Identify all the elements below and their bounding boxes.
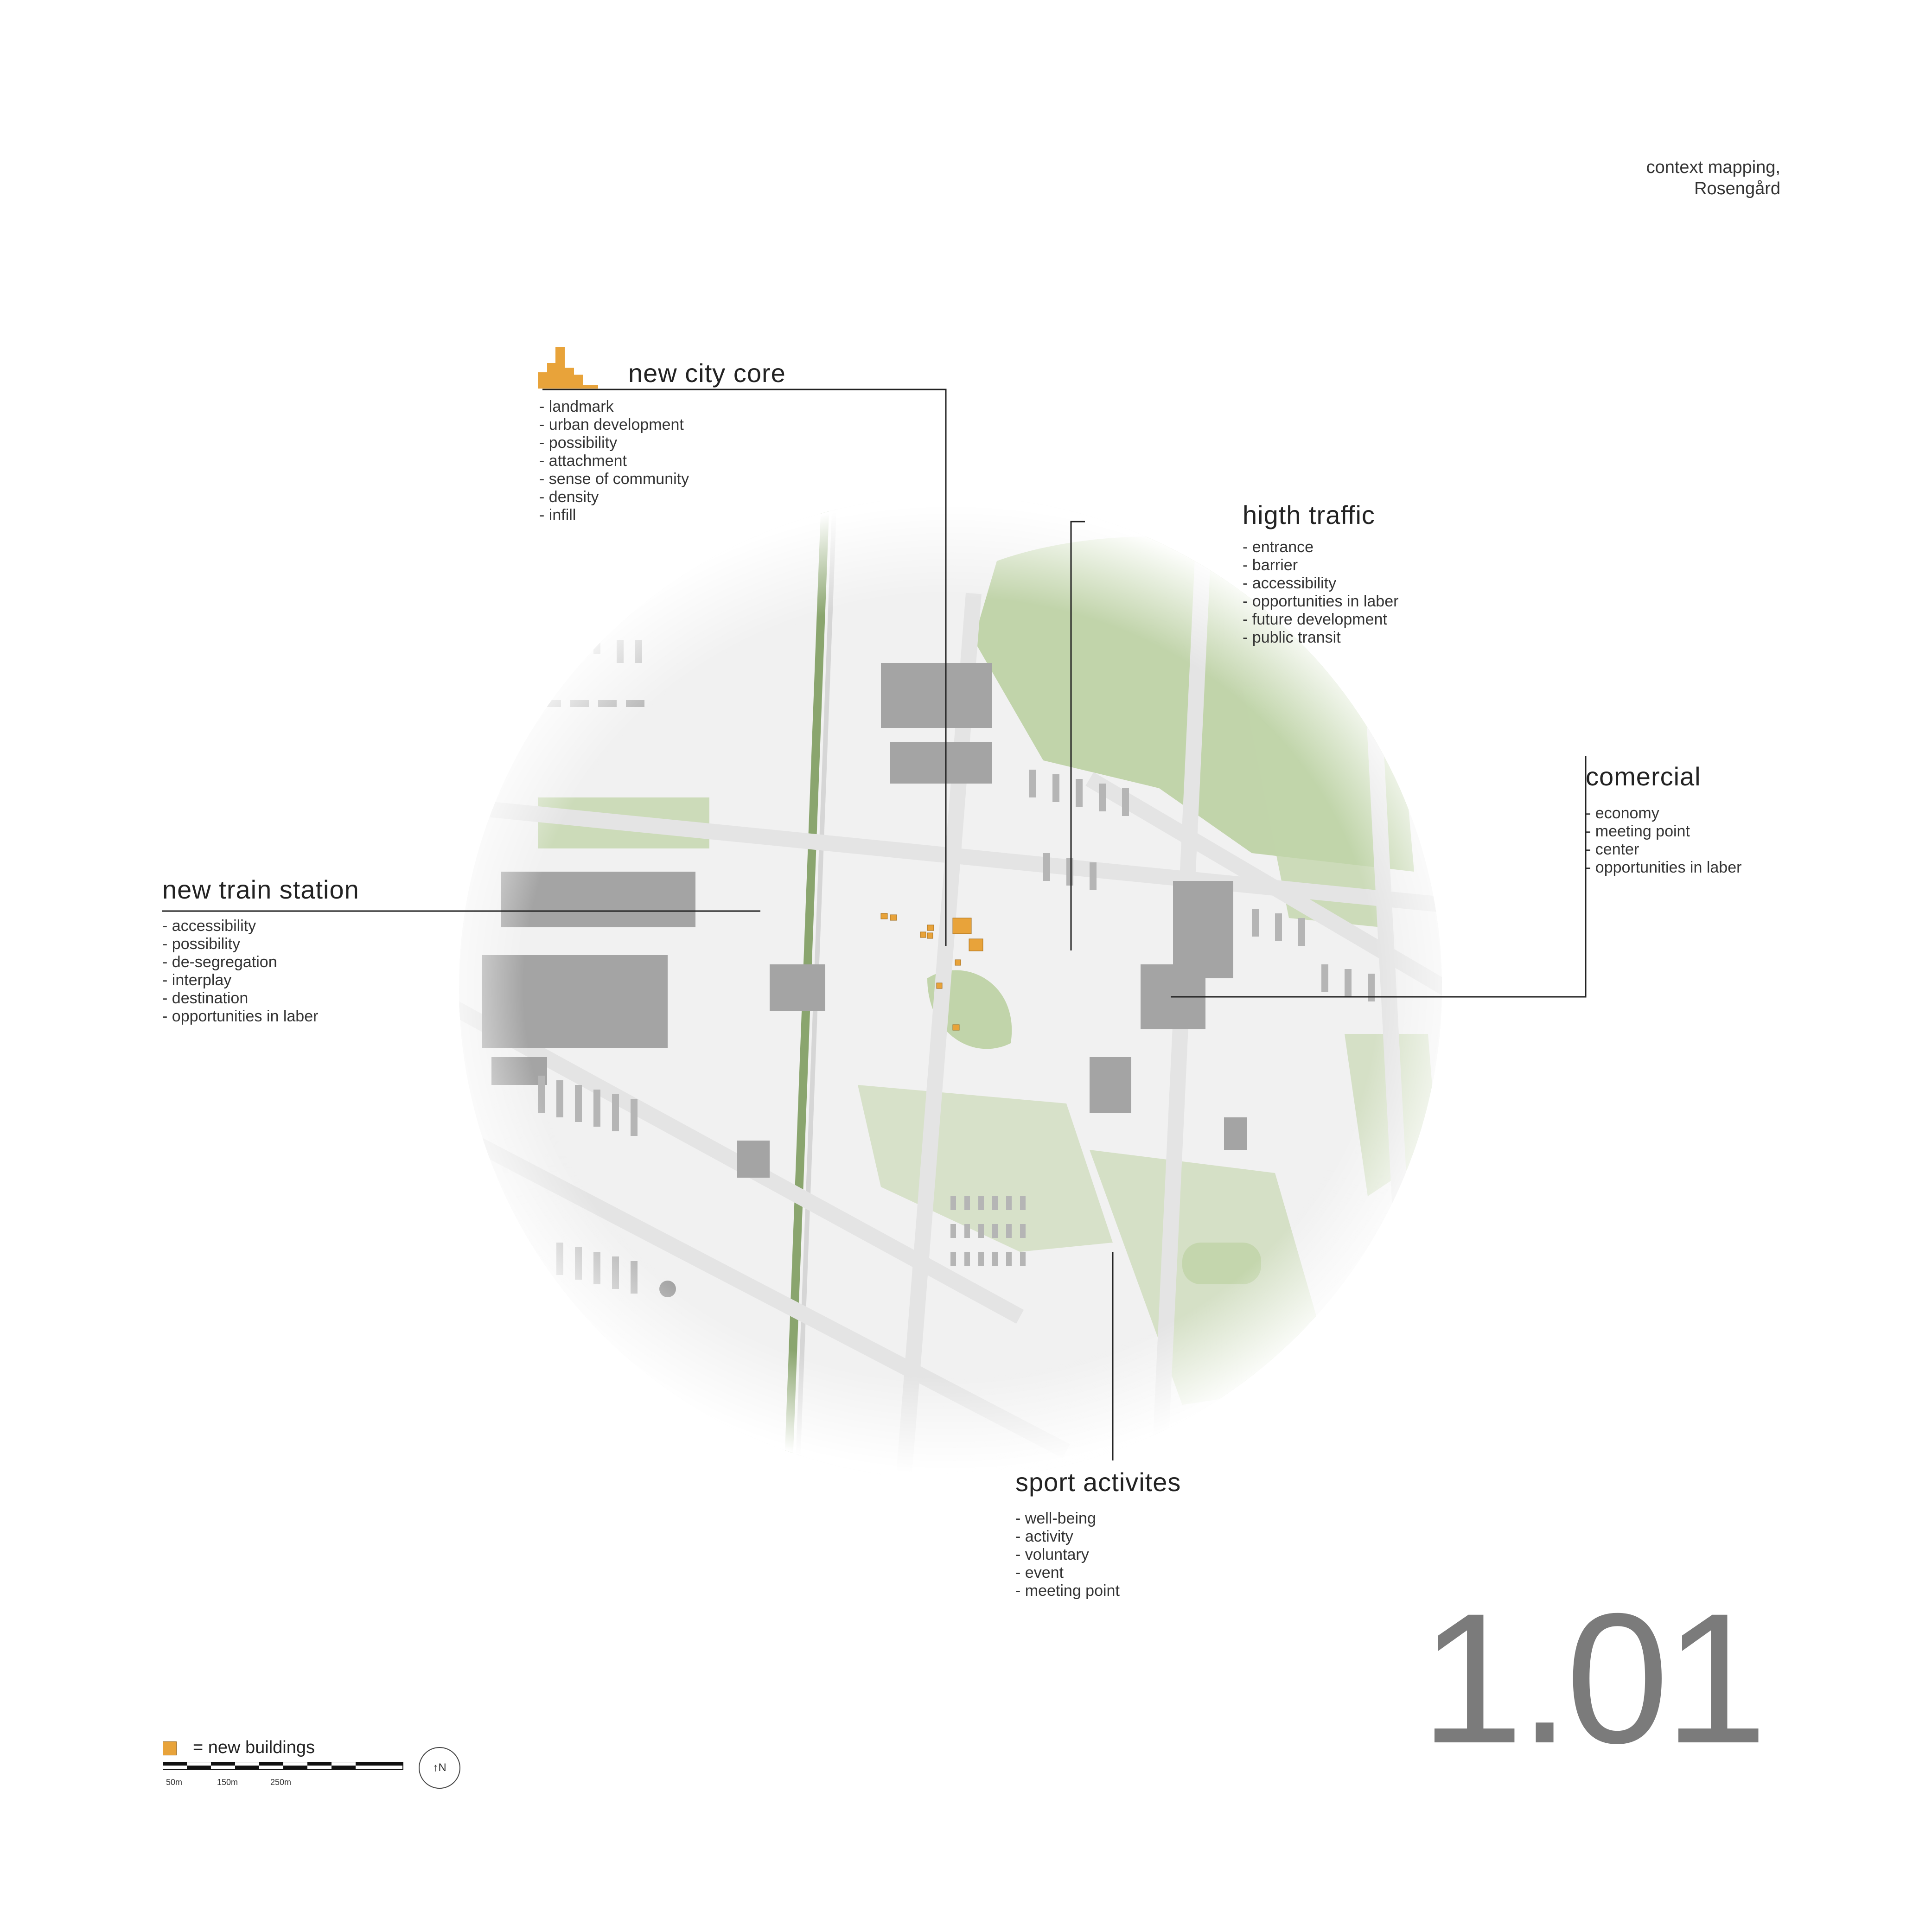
- page-number: 1.01: [1420, 1575, 1767, 1782]
- callout-title-high-traffic: higth traffic: [1243, 500, 1375, 529]
- page-header: context mapping, Rosengård: [1646, 157, 1780, 199]
- list-item: de-segregation: [162, 953, 318, 971]
- north-arrow-icon: ↑: [433, 1761, 439, 1774]
- legend-swatch-new-buildings: [163, 1741, 177, 1755]
- list-item: possibility: [162, 935, 318, 953]
- list-item: opportunities in laber: [1243, 593, 1399, 611]
- list-item: opportunities in laber: [1586, 859, 1742, 877]
- list-item: interplay: [162, 971, 318, 989]
- list-item: opportunities in laber: [162, 1007, 319, 1026]
- list-item: economy: [1586, 804, 1741, 823]
- scale-bar: [163, 1762, 403, 1770]
- callout-title-city-core: new city core: [628, 358, 786, 388]
- callout-title-sport: sport activites: [1015, 1467, 1181, 1497]
- north-label: N: [438, 1761, 446, 1774]
- header-line-2: Rosengård: [1694, 179, 1780, 198]
- list-item: possibility: [539, 434, 689, 452]
- list-item: entrance: [1243, 538, 1398, 556]
- list-item: activity: [1015, 1528, 1120, 1546]
- callout-list-high-traffic: entrance barrier accessibility opportuni…: [1243, 538, 1399, 647]
- list-item: barrier: [1243, 556, 1398, 574]
- list-item: destination: [162, 989, 318, 1007]
- city-core-icon: [538, 347, 598, 389]
- header-line-1: context mapping,: [1646, 158, 1780, 177]
- list-item: public transit: [1243, 629, 1398, 647]
- list-item: accessibility: [162, 917, 318, 935]
- callout-list-sport: well-being activity voluntary event meet…: [1015, 1510, 1120, 1600]
- scale-label-2: 150m: [217, 1778, 238, 1787]
- list-item: accessibility: [1243, 574, 1398, 593]
- callout-title-train-station: new train station: [162, 875, 359, 904]
- list-item: meeting point: [1586, 823, 1741, 841]
- callout-list-commercial: economy meeting point center opportuniti…: [1586, 804, 1742, 877]
- list-item: infill: [539, 506, 689, 524]
- list-item: well-being: [1015, 1510, 1120, 1528]
- list-item: event: [1015, 1564, 1120, 1582]
- list-item: sense of community: [539, 470, 689, 488]
- callout-title-commercial: comercial: [1586, 762, 1701, 791]
- list-item: future development: [1243, 611, 1398, 629]
- list-item: landmark: [539, 398, 689, 416]
- callout-list-city-core: landmark urban development possibility a…: [539, 398, 689, 524]
- list-item: meeting point: [1015, 1582, 1120, 1600]
- callout-list-train-station: accessibility possibility de-segregation…: [162, 917, 319, 1026]
- list-item: voluntary: [1015, 1546, 1120, 1564]
- scale-label-3: 250m: [270, 1778, 292, 1787]
- site-map[interactable]: [417, 501, 1484, 1474]
- legend-label-new-buildings: = new buildings: [193, 1738, 315, 1757]
- list-item: urban development: [539, 416, 689, 434]
- list-item: center: [1586, 841, 1741, 859]
- list-item: density: [539, 488, 689, 506]
- north-arrow: ↑N: [419, 1747, 460, 1789]
- scale-label-1: 50m: [166, 1778, 183, 1787]
- list-item: attachment: [539, 452, 689, 470]
